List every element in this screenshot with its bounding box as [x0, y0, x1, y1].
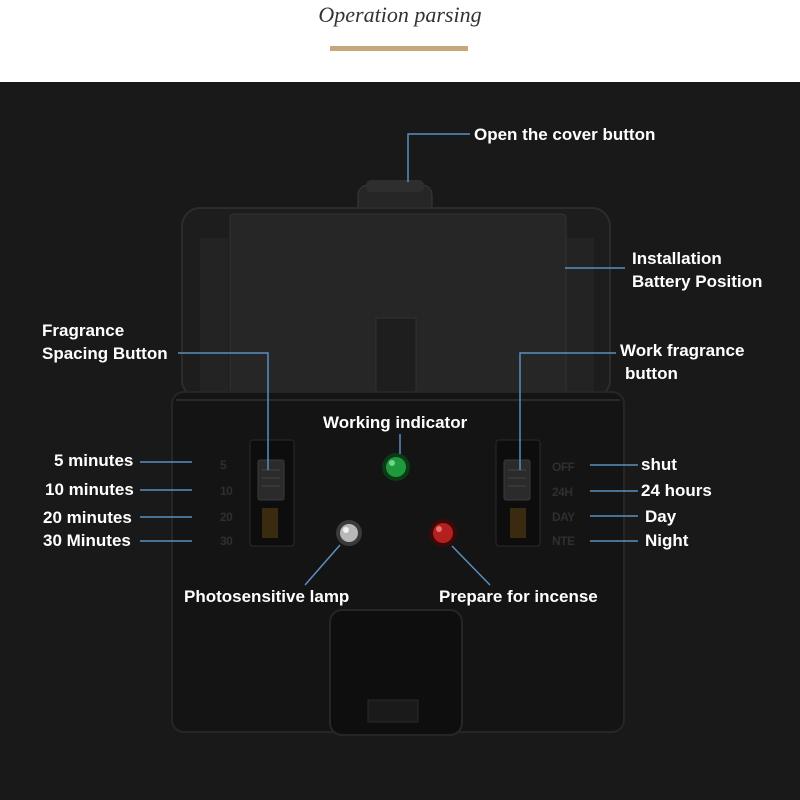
work-switch-track — [510, 508, 526, 538]
scale-24h: 24H — [552, 485, 573, 499]
spacing-switch-knob — [257, 459, 285, 501]
spacing-switch-track — [262, 508, 278, 538]
label-shut: shut — [641, 455, 677, 474]
label-5-minutes: 5 minutes — [54, 451, 134, 470]
label-day: Day — [645, 507, 677, 526]
prepare-led — [433, 523, 453, 543]
label-night: Night — [645, 531, 689, 550]
label-10-minutes: 10 minutes — [45, 480, 134, 499]
scale-nte: NTE — [552, 534, 575, 548]
label-work-line2: button — [625, 364, 678, 383]
housing-rib-left — [200, 238, 228, 393]
label-spacing-line1: Fragrance — [42, 321, 125, 340]
scale-10: 10 — [220, 484, 233, 498]
bottom-hook — [329, 609, 463, 736]
scale-20: 20 — [220, 510, 233, 524]
label-photosensitive-lamp: Photosensitive lamp — [184, 587, 350, 606]
label-working-indicator: Working indicator — [323, 413, 468, 432]
open-cover-knob-top — [366, 180, 424, 192]
scale-off: OFF — [552, 460, 575, 474]
label-20-minutes: 20 minutes — [43, 508, 132, 527]
label-open-cover: Open the cover button — [474, 125, 656, 144]
page-title: Operation parsing — [318, 2, 482, 27]
label-battery-line1: Installation — [632, 249, 722, 268]
callout-lines — [140, 133, 638, 586]
scale-day: DAY — [552, 510, 575, 524]
work-switch-knob — [503, 459, 531, 501]
title-underline — [330, 46, 468, 51]
housing-rib-right — [566, 238, 594, 393]
label-spacing-line2: Spacing Button — [42, 344, 168, 363]
header: Operation parsing — [0, 0, 800, 82]
label-work-line1: Work fragrance — [620, 341, 745, 360]
scale-5: 5 — [220, 458, 227, 472]
label-24-hours: 24 hours — [641, 481, 712, 500]
label-battery-line2: Battery Position — [632, 272, 763, 291]
label-30-minutes: 30 Minutes — [43, 531, 131, 550]
device-illustration — [140, 133, 638, 736]
working-led — [386, 457, 406, 477]
product-photo: 5 10 20 30 OFF 24H DAY NTE Open the cove… — [0, 82, 800, 800]
label-prepare-incense: Prepare for incense — [439, 587, 598, 606]
hook-notch — [367, 699, 419, 723]
cover-latch — [375, 317, 417, 399]
scale-30: 30 — [220, 534, 233, 548]
photo-lamp — [340, 524, 358, 542]
